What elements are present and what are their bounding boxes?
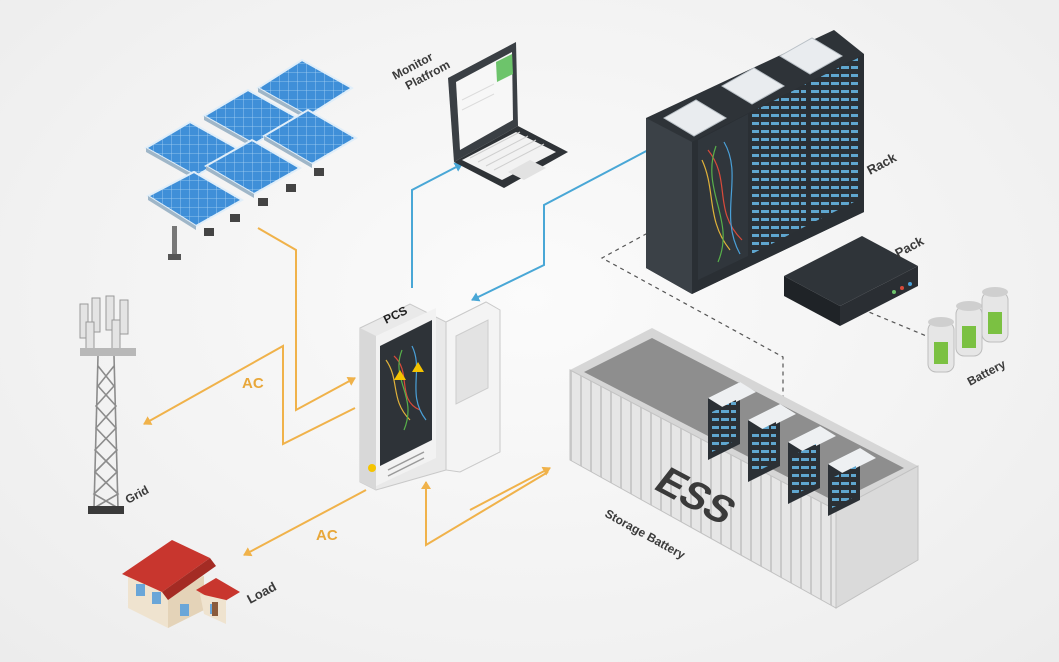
pcs-to-grid-line (143, 344, 356, 446)
solar-panel (262, 108, 358, 168)
ess-container (569, 328, 919, 609)
pcs-cabinet (359, 301, 501, 491)
rack-cabling (701, 141, 743, 263)
pack-label: Pack (892, 233, 927, 261)
data-flow-lines (411, 147, 653, 302)
rack-top-fans (663, 37, 843, 137)
pcs-to-load-line (243, 489, 367, 557)
battery-pack (784, 236, 918, 326)
load-label: Load (244, 579, 279, 607)
rack-cabinets (646, 30, 864, 294)
monitor-platform-laptop (448, 42, 568, 188)
house-load (122, 540, 240, 628)
ess-racks (708, 382, 876, 516)
solar-panel (256, 58, 354, 120)
pcs-vent (387, 451, 425, 477)
battery-cell (955, 301, 983, 357)
pcs-to-monitor-line (411, 162, 463, 288)
ac-flow-lines (143, 227, 551, 557)
solar-mounts (168, 168, 324, 260)
grid-tower (79, 295, 136, 514)
grid-label: Grid (123, 483, 151, 507)
pcs-warning-icon (368, 464, 376, 472)
battery-cell (981, 287, 1009, 343)
ac-load-label: AC (316, 527, 338, 544)
tower-lattice (92, 355, 120, 509)
battery-cell (927, 317, 955, 373)
rack-label: Rack (864, 149, 899, 177)
pcs-wiring (385, 345, 427, 431)
rack-to-container-dashed (600, 221, 784, 420)
rack-to-pcs-line (471, 147, 653, 302)
solar-array (143, 58, 358, 260)
ess-to-pcs-line (421, 471, 549, 547)
pcs-to-ess-arrow (469, 466, 551, 511)
ac-grid-label: AC (242, 375, 264, 392)
battery-cells (927, 287, 1009, 373)
solar-panel (203, 138, 303, 198)
solar-panel (145, 170, 245, 230)
tower-antennas (79, 295, 129, 353)
solar-to-pcs-line (257, 227, 356, 412)
monitor-screen-panel (496, 54, 513, 82)
battery-label: Battery (965, 357, 1008, 389)
